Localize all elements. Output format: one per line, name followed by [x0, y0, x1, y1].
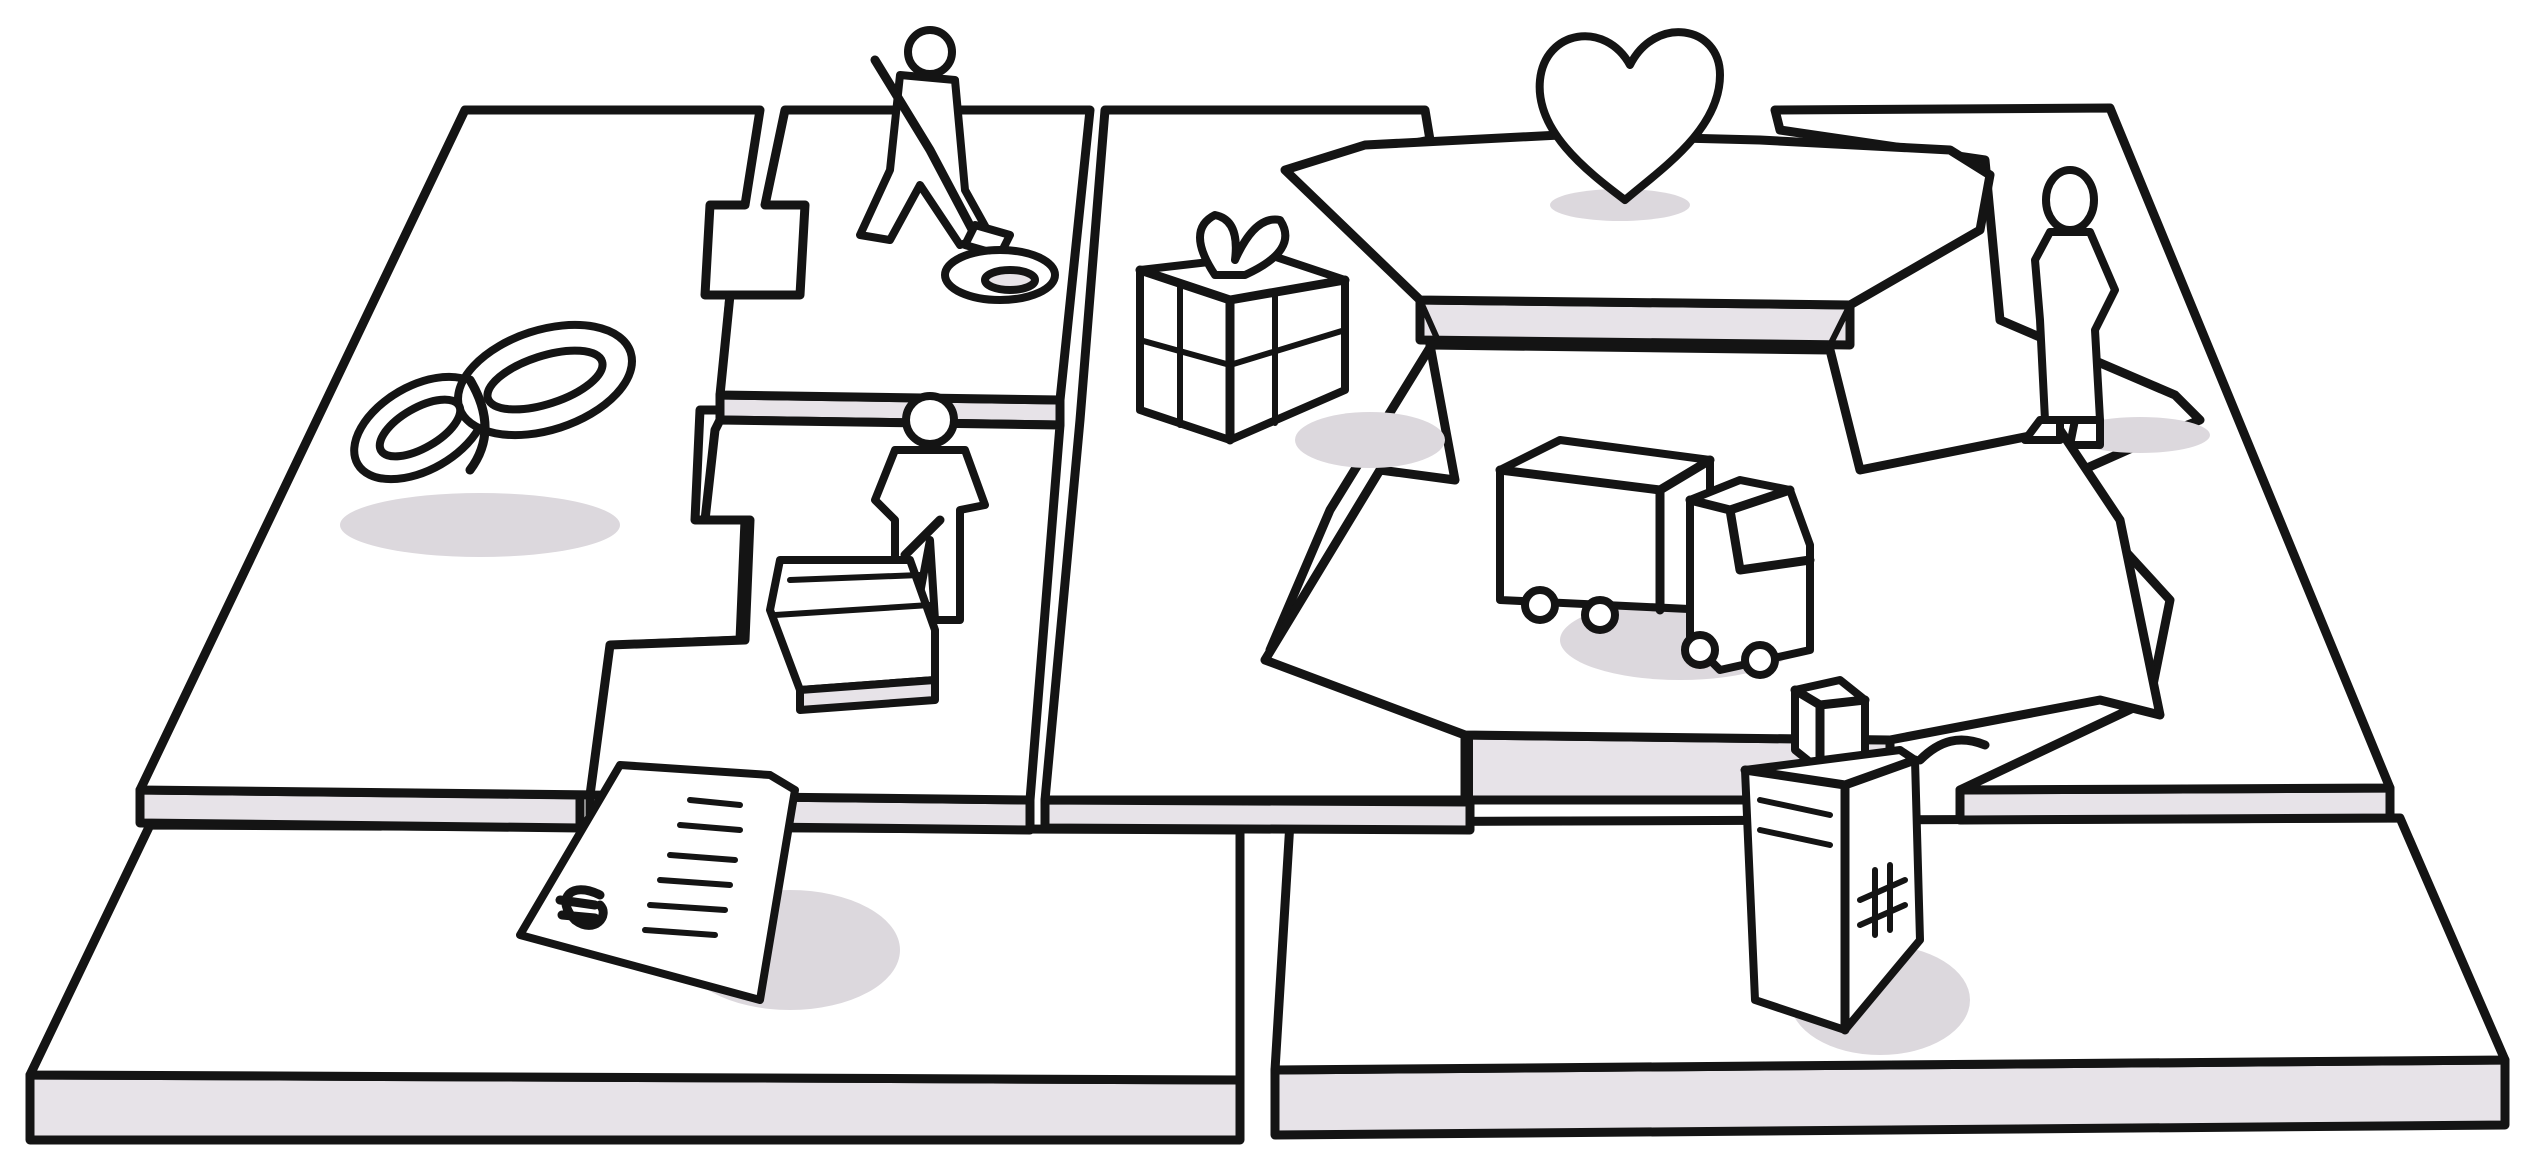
chain-shadow: [340, 493, 620, 557]
gift-shadow: [1295, 412, 1445, 468]
